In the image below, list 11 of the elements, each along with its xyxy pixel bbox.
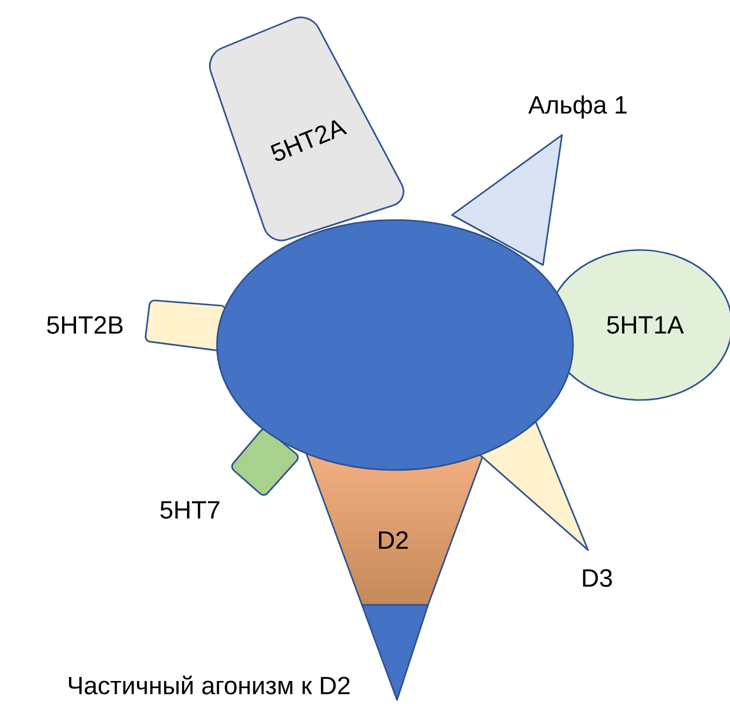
receptor-tab: 5HT2B — [47, 300, 226, 352]
node-label: 5HT7 — [160, 501, 220, 519]
node-label: D3 — [583, 569, 612, 587]
receptor-tab: 5HT7 — [160, 428, 299, 519]
node-label: 5HT2B — [47, 316, 123, 334]
receptor-cone: D2 — [304, 449, 486, 606]
receptor-box: 5HT2A — [209, 16, 404, 242]
node-label: Альфа 1 — [528, 95, 627, 119]
drug-ellipse — [216, 219, 574, 471]
agonism-triangle: Частичный агонизм к D2 — [68, 604, 429, 701]
node-label: Частичный агонизм к D2 — [68, 676, 350, 694]
